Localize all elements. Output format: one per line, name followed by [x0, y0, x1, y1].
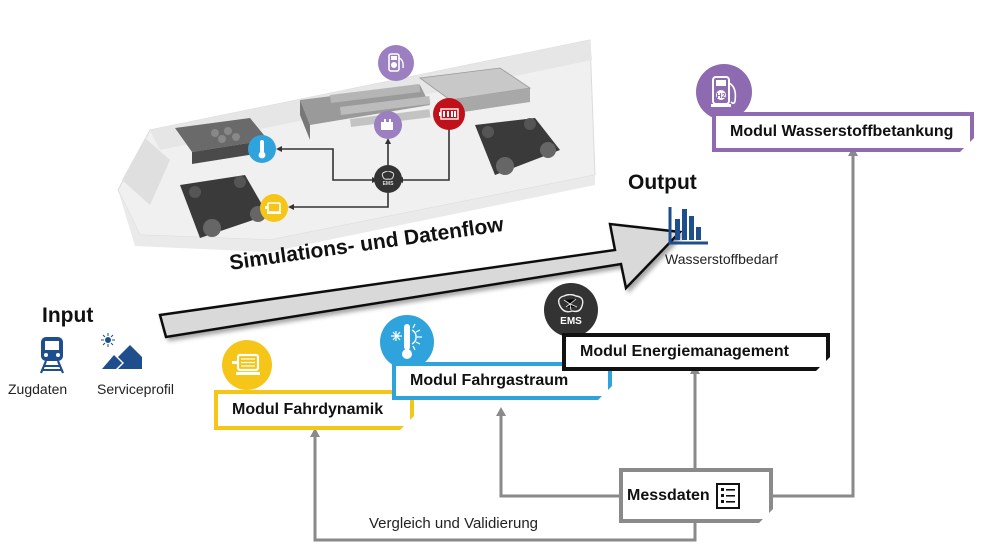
connector-messdaten-fahrdynamik [313, 433, 697, 542]
module-fahrdynamik-label: Modul Fahrdynamik [232, 401, 384, 418]
module-energiemanagement-icon-text: EMS [560, 315, 582, 327]
train-icon [38, 336, 66, 379]
module-energiemanagement[interactable]: Modul Energiemanagement [562, 333, 830, 371]
roof-battery-pack [418, 67, 532, 114]
module-fahrdynamik[interactable]: Modul Fahrdynamik [214, 390, 414, 430]
h2-fuel-pump-icon [378, 45, 414, 81]
battery-icon [433, 98, 465, 130]
terrain-sun-icon [100, 333, 144, 378]
flow-arrow-shape [158, 222, 683, 339]
arrowhead-fahrgastraum [496, 407, 506, 416]
bar-chart-icon [668, 205, 710, 250]
input-item-zugdaten: Zugdaten [8, 381, 68, 397]
input-heading: Input [42, 304, 94, 327]
arrowhead-fahrdynamik [310, 428, 320, 437]
connector-messdaten-fahrgastraum [499, 412, 622, 498]
module-energiemanagement-icon: EMS [544, 283, 598, 337]
module-fahrgastraum-icon [380, 315, 434, 369]
fuel-cell-icon [374, 111, 402, 139]
roof-hvac-unit [175, 118, 268, 164]
motor-icon [260, 194, 288, 222]
module-energiemanagement-label: Modul Energiemanagement [580, 343, 789, 360]
module-wasserstoffbetankung-label: Modul Wasserstoffbetankung [730, 123, 954, 140]
messdaten-box[interactable]: Messdaten [619, 468, 773, 523]
module-fahrdynamik-icon [222, 340, 272, 390]
thermometer-icon [248, 135, 276, 163]
ems-core-label: EMS [382, 181, 394, 187]
list-document-icon [716, 483, 740, 509]
module-wasserstoffbetankung[interactable]: Modul Wasserstoffbetankung [712, 112, 974, 152]
input-item-serviceprofil: Serviceprofil [97, 381, 175, 397]
messdaten-label: Messdaten [627, 486, 710, 504]
validation-label: Vergleich und Validierung [369, 515, 539, 532]
h2-text: H2 [717, 93, 726, 100]
output-item-wasserstoffbedarf: Wasserstoffbedarf [665, 251, 778, 267]
module-wasserstoffbetankung-icon: H2 [696, 64, 752, 120]
ems-core-icon: EMS [374, 165, 402, 193]
output-heading: Output [628, 171, 697, 194]
module-fahrgastraum-label: Modul Fahrgastraum [410, 372, 569, 389]
bogie-rear [475, 118, 560, 175]
ems-connections [278, 116, 450, 208]
connector-messdaten-wasserstoffbetankung [770, 152, 855, 498]
module-fahrgastraum[interactable]: Modul Fahrgastraum [392, 362, 612, 400]
